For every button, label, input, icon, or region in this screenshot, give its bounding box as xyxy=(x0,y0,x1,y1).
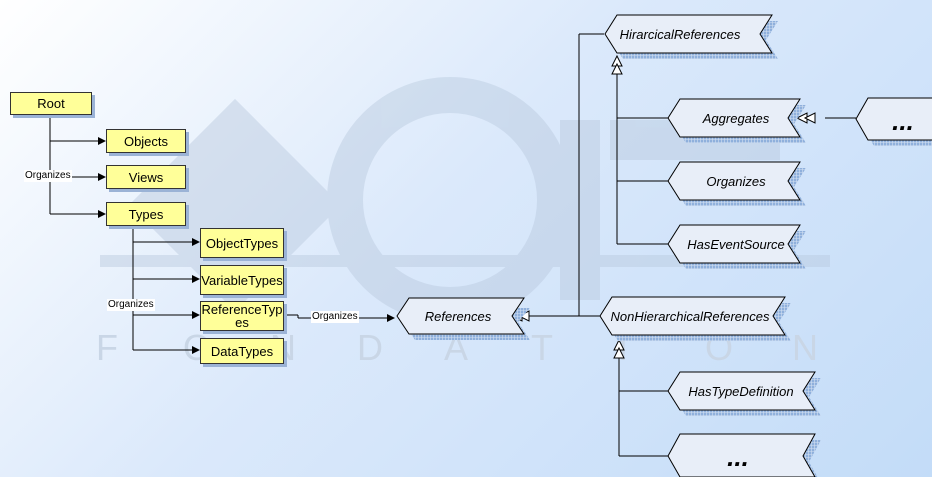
node-reference-types[interactable]: ReferenceTypes xyxy=(200,301,284,331)
node-views[interactable]: Views xyxy=(106,165,186,189)
reftype-non-hierarchical-label: NonHierarchicalReferences xyxy=(611,309,770,324)
reftype-references-label: References xyxy=(425,309,492,324)
watermark-o-shape xyxy=(327,77,573,323)
watermark-letter: T xyxy=(531,327,553,368)
edge-label-organizes: Organizes xyxy=(311,311,359,323)
edge-label-organizes: Organizes xyxy=(107,299,155,311)
inheritance-arrow-icon xyxy=(611,62,623,75)
node-variable-types[interactable]: VariableTypes xyxy=(200,265,284,295)
reftype-has-type-definition-label: HasTypeDefinition xyxy=(688,384,793,399)
watermark-letter: D xyxy=(357,327,383,368)
node-objects[interactable]: Objects xyxy=(106,129,186,153)
reftype-more-non-hierarchical-label: ... xyxy=(727,442,749,472)
reftype-more-aggregates-label: ... xyxy=(892,106,914,136)
inheritance-arrow-icon xyxy=(613,346,625,359)
watermark-bar xyxy=(560,120,600,300)
reftype-organizes-label: Organizes xyxy=(706,174,766,189)
reftype-has-event-source-label: HasEventSource xyxy=(687,237,785,252)
reftype-has-type-definition: HasTypeDefinition xyxy=(667,371,821,416)
reftype-more-aggregates: ... xyxy=(855,97,932,146)
node-root[interactable]: Root xyxy=(10,92,92,115)
watermark-letter: N xyxy=(792,327,818,368)
edge-label-organizes: Organizes xyxy=(24,170,72,182)
watermark-underline xyxy=(100,255,830,267)
hierarchy-connectors xyxy=(526,33,856,457)
tree-connectors xyxy=(49,115,395,354)
watermark-letter: F xyxy=(96,327,118,368)
node-object-types[interactable]: ObjectTypes xyxy=(200,228,284,258)
node-data-types[interactable]: DataTypes xyxy=(200,338,284,364)
reftype-aggregates: Aggregates xyxy=(667,98,806,143)
reftype-hierarchical: HirarcicalReferences xyxy=(604,14,778,59)
reftype-has-event-source: HasEventSource xyxy=(667,224,806,269)
reftype-organizes: Organizes xyxy=(667,161,806,206)
reftype-aggregates-label: Aggregates xyxy=(702,111,770,126)
inheritance-arrow-icon xyxy=(803,112,816,124)
reftype-hierarchical-label: HirarcicalReferences xyxy=(620,27,741,42)
node-types[interactable]: Types xyxy=(106,202,186,226)
reftype-more-non-hierarchical: ... xyxy=(667,433,821,477)
reftype-references: References xyxy=(396,297,530,340)
reftype-non-hierarchical: NonHierarchicalReferences xyxy=(599,296,791,341)
